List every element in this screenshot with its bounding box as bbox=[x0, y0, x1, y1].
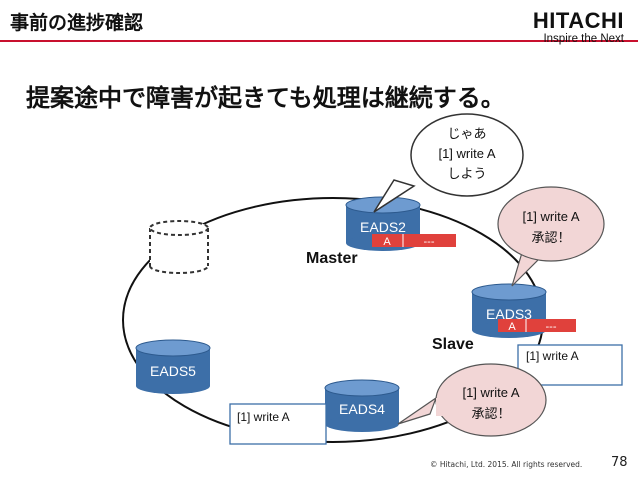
note-eads4-text: [1] write A bbox=[237, 410, 290, 424]
node-eads5: EADS5 bbox=[135, 339, 211, 394]
log-pending-eads2: --- bbox=[424, 236, 435, 248]
logo-brand: HITACHI bbox=[532, 8, 624, 33]
ack-eads4-line-1: [1] write A bbox=[462, 385, 519, 400]
copyright-notice: © Hitachi, Ltd. 2015. All rights reserve… bbox=[430, 460, 583, 469]
node-eads4: EADS4 bbox=[324, 379, 400, 432]
log-entry-eads2: A bbox=[383, 236, 391, 248]
note-eads4: [1] write A bbox=[229, 403, 327, 445]
role-slave: Slave bbox=[432, 336, 474, 353]
note-eads3-text: [1] write A bbox=[526, 349, 579, 363]
ack-eads3-line-1: [1] write A bbox=[522, 209, 579, 224]
ack-eads3-line-2: 承認！ bbox=[531, 230, 570, 245]
node-label-eads5: EADS5 bbox=[150, 363, 196, 379]
failed-node bbox=[149, 220, 209, 274]
hitachi-logo: HITACHI Inspire the Next bbox=[533, 10, 624, 46]
node-label-eads2: EADS2 bbox=[360, 219, 406, 235]
proposal-line-1: じゃあ bbox=[447, 126, 486, 141]
logo-tagline: Inspire the Next bbox=[543, 33, 624, 45]
proposal-line-3: しよう bbox=[447, 166, 486, 181]
page-number: 78 bbox=[611, 455, 628, 470]
page-title: 事前の進捗確認 bbox=[10, 12, 144, 34]
header-divider bbox=[0, 40, 638, 42]
log-entry-eads3: A bbox=[508, 321, 516, 333]
log-pending-eads3: --- bbox=[546, 321, 557, 333]
log-eads2: A --- bbox=[372, 234, 456, 248]
speech-bubble-proposal: じゃあ [1] write A しよう bbox=[373, 113, 524, 213]
proposal-line-2: [1] write A bbox=[438, 146, 495, 161]
role-master: Master bbox=[306, 250, 358, 267]
log-eads3: A --- bbox=[498, 319, 576, 333]
ack-eads4-line-2: 承認！ bbox=[471, 406, 510, 421]
node-label-eads3: EADS3 bbox=[486, 306, 532, 322]
speech-bubble-ack-eads4: [1] write A 承認！ bbox=[397, 363, 547, 437]
node-label-eads4: EADS4 bbox=[339, 401, 385, 417]
slide-headline: 提案途中で障害が起きても処理は継続する。 bbox=[26, 84, 505, 112]
speech-bubble-ack-eads3: [1] write A 承認！ bbox=[497, 186, 605, 287]
